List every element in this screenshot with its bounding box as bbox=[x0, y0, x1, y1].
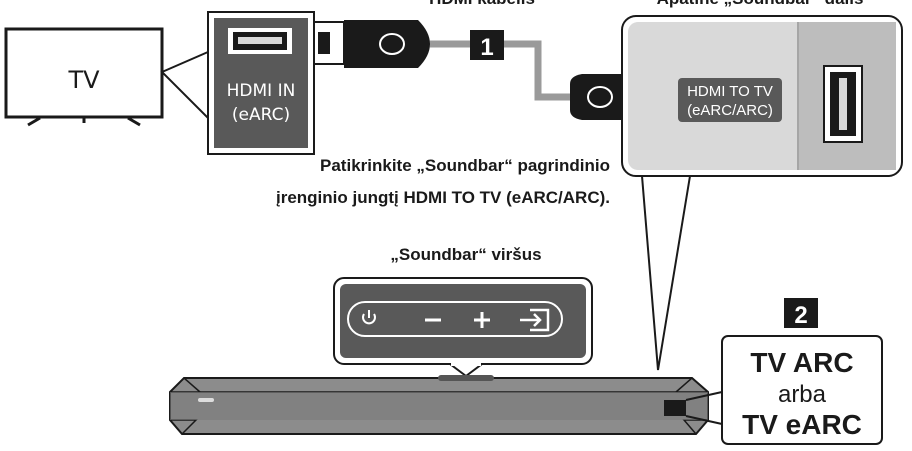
tv-port-label-line2: (eARC) bbox=[232, 105, 290, 125]
plus-icon[interactable] bbox=[474, 312, 490, 328]
step-2-number: 2 bbox=[794, 302, 807, 329]
soundbar-port-label-line1: HDMI TO TV bbox=[687, 83, 773, 100]
bottom-view-label: Apatinė „Soundbar“ dalis bbox=[657, 0, 864, 8]
display-text-box: TV ARC arba TV eARC bbox=[721, 335, 883, 445]
soundbar-hdmi-port-icon bbox=[823, 65, 863, 143]
cable-label: HDMI kabelis bbox=[429, 0, 535, 8]
step-1-badge: 1 bbox=[470, 30, 504, 61]
soundbar-port-label-box bbox=[678, 78, 782, 122]
instruction-line2: įrenginio jungtį HDMI TO TV (eARC/ARC). bbox=[276, 188, 610, 207]
tv-port-box: HDMI IN (eARC) bbox=[207, 11, 315, 155]
display-line2: arba bbox=[778, 381, 827, 408]
soundbar-bottom-panel: HDMI TO TV (eARC/ARC) bbox=[621, 15, 903, 177]
tv-port-label-line1: HDMI IN bbox=[227, 81, 296, 101]
soundbar-body bbox=[169, 375, 723, 435]
power-icon[interactable] bbox=[362, 310, 376, 325]
tv-callout bbox=[160, 50, 209, 121]
instruction-line1: Patikrinkite „Soundbar“ pagrindinio bbox=[320, 156, 610, 175]
soundbar-display bbox=[664, 400, 686, 416]
soundbar-top-panel bbox=[333, 277, 593, 378]
bottom-panel-callout bbox=[641, 175, 691, 371]
tv: TV bbox=[4, 27, 164, 127]
display-line1: TV ARC bbox=[750, 347, 853, 378]
step-2-badge: 2 bbox=[784, 298, 818, 329]
soundbar-port-label-line2: (eARC/ARC) bbox=[687, 102, 773, 119]
step-1-number: 1 bbox=[480, 34, 493, 61]
top-view-label: „Soundbar“ viršus bbox=[390, 245, 541, 264]
display-line3: TV eARC bbox=[742, 409, 862, 440]
tv-label: TV bbox=[67, 66, 100, 94]
source-input-icon[interactable] bbox=[520, 308, 550, 332]
